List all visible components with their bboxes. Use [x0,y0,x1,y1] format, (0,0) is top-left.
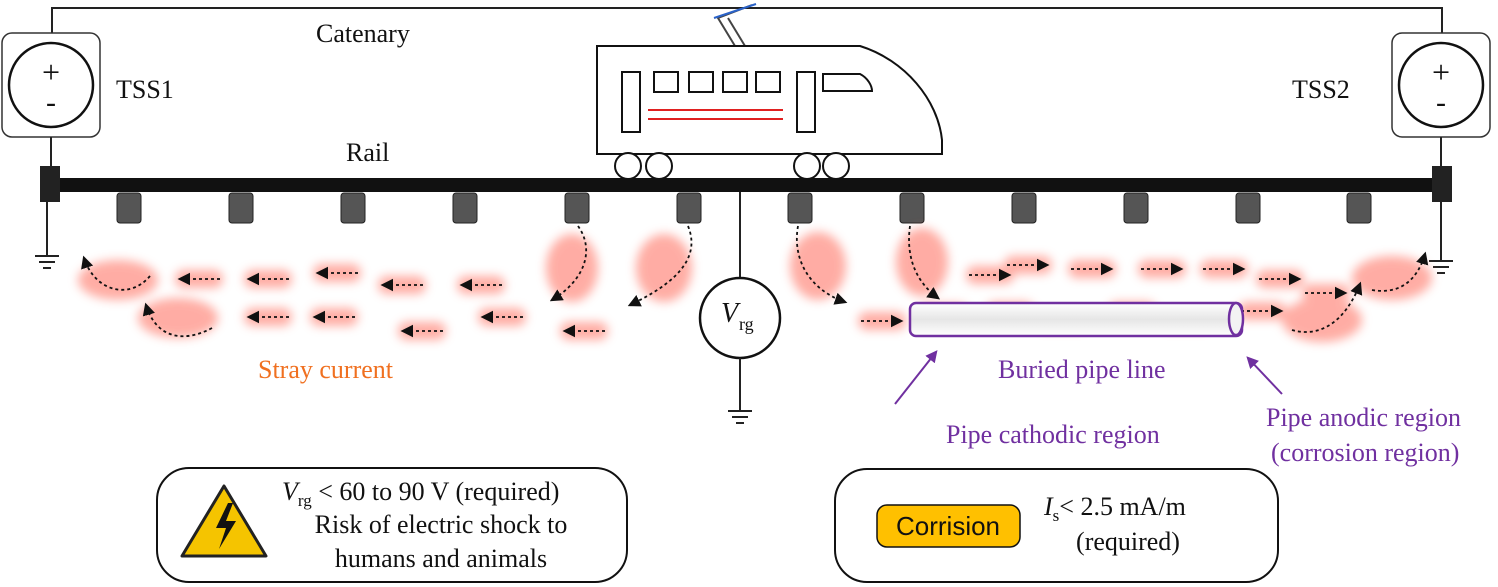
corrosion-region-label: (corrosion region) [1271,438,1459,467]
pipe-anodic-label: Pipe anodic region [1266,403,1461,432]
ground-symbol-right [1429,200,1453,274]
corrosion-badge [876,504,1021,548]
stray-current-label: Stray current [258,355,394,384]
corrosion-requirement-box: Corrision Is< 2.5 mA/m (required) [834,468,1279,583]
rail-label: Rail [346,138,389,167]
tss1-substation: + - [1,32,101,172]
tss2-plus: + [1432,54,1450,90]
pipe-region-pointers [894,350,1283,405]
vrg-voltmeter: V rg [698,192,782,424]
tss2-substation: + - [1391,32,1491,172]
rail [40,166,1452,202]
shock-requirement-line3: humans and animals [335,544,547,573]
corrosion-requirement-line2: (required) [1076,527,1180,556]
tss1-label: TSS1 [116,75,174,104]
vrg-symbol: V [721,298,741,329]
buried-pipe-label: Buried pipe line [998,355,1166,384]
shock-requirement-line1: Vrg < 60 to 90 V (required) [282,477,559,510]
train [596,3,943,180]
tss1-plus: + [42,54,60,90]
tss2-label: TSS2 [1292,75,1350,104]
corrosion-badge-label: Corrision [896,511,1000,541]
vrg-subscript: rg [739,314,754,334]
shock-requirement-box: Vrg < 60 to 90 V (required) Risk of elec… [156,467,628,583]
corrosion-requirement-line1: Is< 2.5 mA/m [1043,492,1186,525]
tss2-minus: - [1436,86,1446,119]
catenary-wire [51,7,1443,33]
catenary-label: Catenary [316,19,410,48]
sleepers [116,192,1372,224]
shock-requirement-line2: Risk of electric shock to [315,510,568,539]
pipe-cathodic-label: Pipe cathodic region [946,420,1160,449]
tss1-minus: - [46,86,56,119]
ground-symbol-left [35,200,59,269]
high-voltage-warning-icon [180,484,268,558]
buried-pipe [908,301,1245,338]
